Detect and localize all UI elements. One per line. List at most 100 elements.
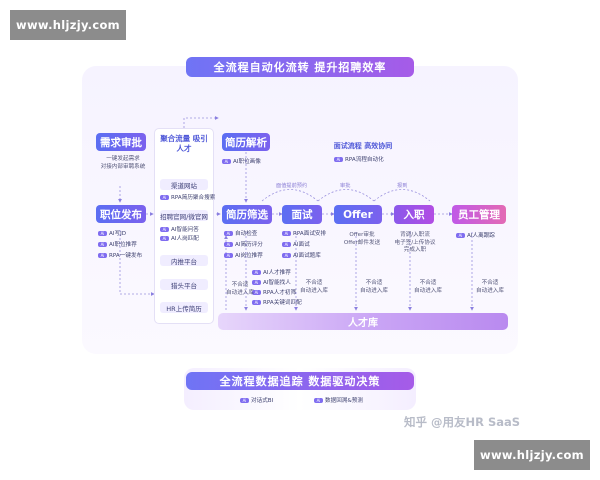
offer-desc-line: Offer审批 — [349, 232, 375, 238]
watermark-top: www.hljzjy.com — [10, 10, 126, 40]
onboard-desc-line: 完成入职 — [403, 247, 427, 254]
source-credit: 知乎 @用友HR SaaS — [404, 415, 521, 429]
stage-resume-screening[interactable]: 简历筛选 — [222, 205, 272, 224]
ai-badge-icon: Ai — [160, 226, 169, 232]
watermark-bottom: www.hljzjy.com — [474, 440, 590, 470]
talent-side-tag-label: AI智能找人 — [263, 280, 291, 286]
pass-label-line: 不合适 — [231, 282, 249, 288]
pass-label-line: 不合适 — [365, 280, 383, 286]
pass-label-line: 不合适 — [419, 280, 437, 286]
channel-title: 聚合流量 吸引人才 — [160, 134, 208, 153]
rpa-badge-icon: Ai — [252, 299, 261, 305]
ai-badge-icon: Ai — [282, 241, 291, 247]
ai-badge-icon: Ai — [240, 397, 249, 403]
resume-parse-tag-label: AI职位画像 — [233, 159, 261, 165]
talent-side-tag-label: RPA人才初筛 — [263, 290, 297, 296]
ai-badge-icon: Ai — [456, 232, 465, 238]
offer-desc: Offer审批 Offer邮件发送 — [338, 232, 386, 247]
channel-tag-label: AI人岗匹配 — [171, 236, 199, 242]
pass-label-staff: 不合适 自动进入库 — [476, 280, 504, 295]
arc-label-report: 报到 — [397, 183, 408, 189]
publish-tag-label: AI职位推荐 — [109, 242, 137, 248]
channel-item-hr-upload[interactable]: HR上传简历 — [160, 302, 208, 313]
footer-item-label: 对话式BI — [251, 398, 274, 404]
pass-label-line: 不合适 — [481, 280, 499, 286]
channel-item-official-site[interactable]: 招聘官网/微官网 — [160, 210, 208, 221]
rpa-badge-icon: Ai — [160, 194, 169, 200]
ai-badge-icon: Ai — [282, 252, 291, 258]
pass-label-line: 自动进入库 — [414, 287, 442, 294]
onboard-desc-line: 电子签/上传协议 — [394, 239, 436, 246]
stage-onboarding[interactable]: 入职 — [394, 205, 434, 224]
pass-label-interview: 不合适 自动进入库 — [300, 280, 328, 295]
pass-label-line: 自动进入库 — [476, 287, 504, 294]
pass-label-screen: 不合适 自动进入库 — [226, 282, 254, 297]
ai-badge-icon: Ai — [252, 269, 261, 275]
channel-card — [154, 128, 214, 324]
stage-job-publish[interactable]: 职位发布 — [96, 205, 146, 223]
channel-item-referral[interactable]: 内推平台 — [160, 255, 208, 266]
screen-tag-label: AI简历评分 — [235, 242, 263, 248]
talent-side-tag-label: RPA关键词匹配 — [263, 300, 302, 306]
ai-badge-icon: Ai — [224, 230, 233, 236]
interview-flow-title: 面试流程 高效协同 — [333, 142, 393, 150]
publish-tag-label: AI写JD — [109, 231, 127, 237]
channel-item-sites[interactable]: 渠道网站 — [160, 179, 208, 190]
arc-label-approval: 审批 — [340, 183, 351, 189]
interview-tag-label: AI面试题库 — [293, 253, 321, 259]
stage-interview[interactable]: 面试 — [282, 205, 322, 224]
ai-badge-icon: Ai — [98, 241, 107, 247]
interview-tag-label: RPA面试安排 — [293, 231, 327, 237]
stage-employee-management[interactable]: 员工管理 — [452, 205, 506, 224]
stage-resume-parse[interactable]: 简历解析 — [222, 133, 270, 151]
screen-tag-label: 自动检查 — [235, 231, 258, 237]
rpa-badge-icon: Ai — [98, 252, 107, 258]
rpa-badge-icon: Ai — [334, 156, 343, 162]
stage-demand-approval[interactable]: 需求审批 — [96, 133, 146, 151]
interview-tag-label: AI面试 — [293, 242, 310, 248]
ai-badge-icon: Ai — [224, 252, 233, 258]
demand-desc: 一键发起需求 对接内部审聘系统 — [94, 156, 152, 171]
ai-badge-icon: Ai — [224, 241, 233, 247]
screen-tag-label: AI岗位推荐 — [235, 253, 263, 259]
talent-side-tag-label: AI人才推荐 — [263, 270, 291, 276]
offer-desc-line: Offer邮件发送 — [343, 239, 381, 246]
pass-label-line: 自动进入库 — [360, 287, 388, 294]
rpa-badge-icon: Ai — [252, 289, 261, 295]
channel-tag-label: RPA简历聚合搜索 — [171, 195, 216, 201]
ai-badge-icon: Ai — [252, 279, 261, 285]
pass-label-line: 不合适 — [305, 280, 323, 286]
footer-ribbon: 全流程数据追踪 数据驱动决策 — [186, 372, 414, 390]
pass-label-offer: 不合适 自动进入库 — [360, 280, 388, 295]
ai-badge-icon: Ai — [98, 230, 107, 236]
stage-offer[interactable]: Offer — [334, 205, 382, 224]
channel-item-headhunter[interactable]: 猎头平台 — [160, 279, 208, 290]
talent-pool-bar[interactable]: 人才库 — [218, 313, 508, 330]
pass-label-line: 自动进入库 — [300, 287, 328, 294]
demand-desc-line: 对接内部审聘系统 — [100, 163, 146, 170]
header-ribbon: 全流程自动化流转 提升招聘效率 — [186, 57, 414, 77]
ai-badge-icon: Ai — [314, 397, 323, 403]
onboard-desc: 背调/入职流 电子签/上传协议 完成入职 — [390, 232, 440, 255]
